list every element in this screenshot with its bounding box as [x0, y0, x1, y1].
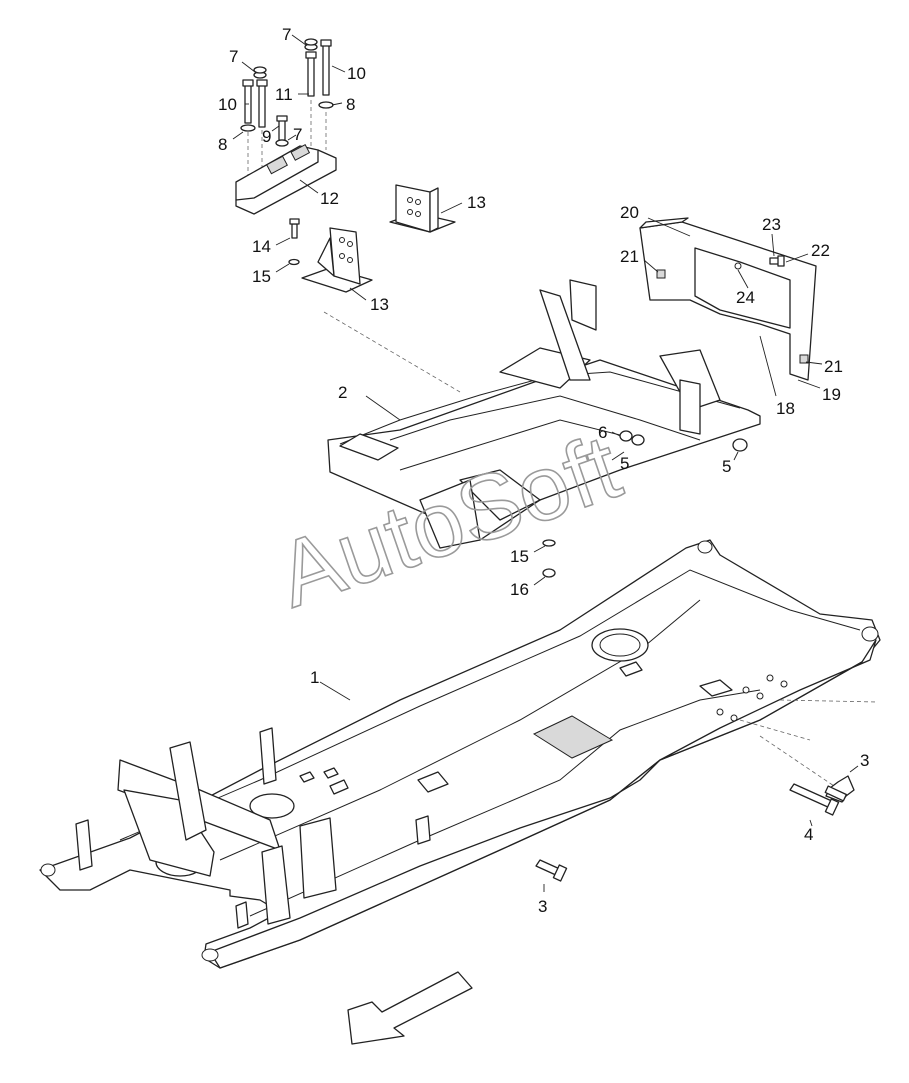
callout-4: 4 [804, 825, 813, 844]
upper-frame [327, 279, 761, 549]
callout-14: 14 [252, 237, 271, 256]
callout-21: 21 [620, 247, 639, 266]
callout-24: 24 [736, 288, 755, 307]
plate-bracket-upper [389, 184, 463, 233]
callout-7: 7 [282, 25, 291, 44]
callout-12: 12 [320, 189, 339, 208]
callout-9: 9 [262, 127, 271, 146]
callout-10: 10 [218, 95, 237, 114]
callout-3: 3 [860, 751, 869, 770]
small-bolt-washer [275, 218, 461, 393]
callout-21: 21 [824, 357, 843, 376]
callout-13: 13 [370, 295, 389, 314]
callout-19: 19 [822, 385, 841, 404]
callout-8: 8 [346, 95, 355, 114]
callout-23: 23 [762, 215, 781, 234]
callout-1: 1 [310, 668, 319, 687]
callout-22: 22 [811, 241, 830, 260]
main-chassis [39, 539, 881, 969]
callout-3: 3 [538, 897, 547, 916]
console-panel [639, 217, 823, 397]
callout-8: 8 [218, 135, 227, 154]
callout-2: 2 [338, 383, 347, 402]
plate-bracket-lower [301, 227, 373, 301]
callout-13: 13 [467, 193, 486, 212]
callout-16: 16 [510, 580, 529, 599]
callout-20: 20 [620, 203, 639, 222]
callout-18: 18 [776, 399, 795, 418]
callout-5: 5 [722, 457, 731, 476]
bolts-lower [535, 765, 859, 892]
callout-15: 15 [252, 267, 271, 286]
callout-labels: 7 7 7 10 10 11 8 8 9 12 13 13 14 15 15 1… [218, 25, 869, 916]
callout-7: 7 [229, 47, 238, 66]
callout-15: 15 [510, 547, 529, 566]
bolt-stack [232, 34, 346, 180]
callout-11: 11 [275, 85, 293, 104]
callout-7: 7 [293, 125, 302, 144]
direction-arrow-icon [347, 971, 473, 1045]
washer-nut [533, 539, 556, 586]
callout-10: 10 [347, 64, 366, 83]
callout-5: 5 [620, 454, 629, 473]
mount-bracket [235, 144, 337, 215]
callout-6: 6 [598, 423, 607, 442]
